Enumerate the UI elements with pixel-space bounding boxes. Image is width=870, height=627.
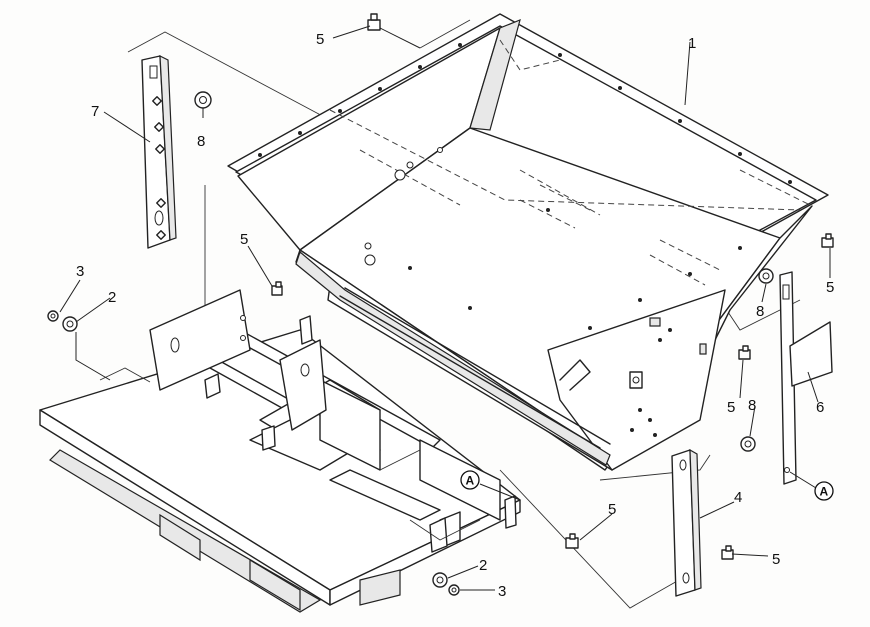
callout-1: 1	[688, 35, 696, 52]
nut-part-8-right	[758, 268, 774, 284]
base-frame	[39, 289, 521, 613]
fasteners	[47, 13, 834, 596]
bolt-part-5-right-top	[821, 233, 834, 248]
callout-numbers: 1 2 2 3 3 4 5 5 5 5 5 5 6 7 8 8 8	[76, 31, 834, 600]
callout-5-top: 5	[316, 31, 324, 48]
bracket-part-4	[671, 448, 702, 597]
bolt-part-5-bottom-right	[721, 545, 734, 560]
nut-part-3-left	[47, 310, 59, 322]
bolt-part-5-center	[565, 533, 579, 549]
callout-2-bottom: 2	[479, 557, 487, 574]
reference-letter: A	[820, 485, 829, 499]
bracket-part-6	[779, 271, 833, 485]
nut-part-3-bottom	[448, 584, 460, 596]
callout-8-lower: 8	[748, 397, 756, 414]
bolt-part-5-top	[367, 13, 381, 31]
bracket-part-7	[141, 55, 177, 249]
bolt-part-5-right-mid	[738, 345, 751, 360]
callout-5-right-top: 5	[826, 279, 834, 296]
leader-lines	[59, 25, 831, 591]
callout-2-left: 2	[108, 289, 116, 306]
washer-part-2-bottom	[432, 572, 448, 588]
reference-marker-a-right: A	[814, 481, 834, 501]
nut-part-8-upper	[194, 91, 212, 109]
washer-part-2-left	[62, 316, 78, 332]
hopper-part-1	[227, 13, 829, 471]
reference-letter: A	[466, 474, 475, 488]
bolt-part-5-left	[271, 281, 283, 296]
callout-5-left: 5	[240, 231, 248, 248]
callout-5-right-mid: 5	[727, 399, 735, 416]
callout-8-upper: 8	[197, 133, 205, 150]
callout-5-bottom-right: 5	[772, 551, 780, 568]
callout-7: 7	[91, 103, 99, 120]
callout-6: 6	[816, 399, 824, 416]
callout-5-center: 5	[608, 501, 616, 518]
reference-marker-a-center: A	[460, 470, 480, 490]
nut-part-8-lower	[740, 436, 756, 452]
callout-8-right: 8	[756, 303, 764, 320]
callout-3-bottom: 3	[498, 583, 506, 600]
callout-4: 4	[734, 489, 742, 506]
callout-3-left: 3	[76, 263, 84, 280]
